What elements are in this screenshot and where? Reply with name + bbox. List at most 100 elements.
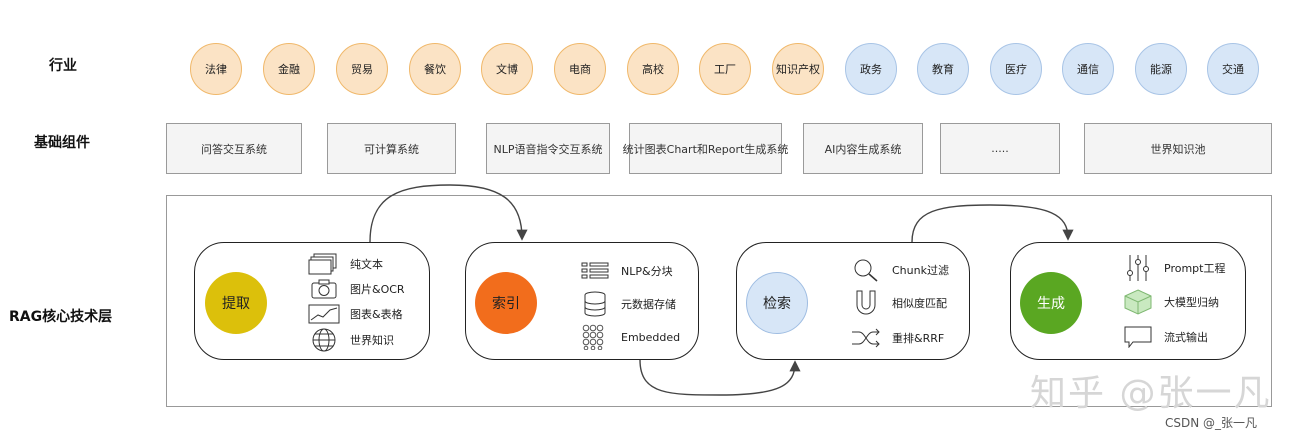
industry-university: 高校 xyxy=(627,43,679,95)
retrieve-item-chunk-filter: Chunk过滤 xyxy=(850,258,949,282)
component-ellipsis: ..... xyxy=(940,123,1060,174)
industry-label: 法律 xyxy=(205,63,227,76)
rag-row-label: RAG核心技术层 xyxy=(9,309,113,325)
magnet-icon xyxy=(850,290,882,315)
stage-retrieve-label: 检索 xyxy=(763,296,791,312)
industry-label: 文博 xyxy=(496,63,518,76)
industry-telecom: 通信 xyxy=(1062,43,1114,95)
stage-generate-label: 生成 xyxy=(1037,296,1065,312)
components-row-label: 基础组件 xyxy=(34,135,90,151)
line-chart-icon xyxy=(308,302,340,326)
industry-label: 通信 xyxy=(1077,63,1099,76)
index-item-label: NLP&分块 xyxy=(621,265,673,278)
generate-item-label: Prompt工程 xyxy=(1164,262,1226,275)
retrieve-item-rerank: 重排&RRF xyxy=(850,326,944,350)
extract-item-label: 世界知识 xyxy=(350,334,394,347)
industry-label: 交通 xyxy=(1222,63,1244,76)
industry-label: 高校 xyxy=(642,63,664,76)
index-item-embedded: Embedded xyxy=(579,324,681,350)
stage-index-label: 索引 xyxy=(492,296,520,312)
extract-item-chart: 图表&表格 xyxy=(308,302,403,326)
retrieve-item-similarity: 相似度匹配 xyxy=(850,290,947,315)
industry-label: 医疗 xyxy=(1005,63,1027,76)
generate-item-llm: 大模型归纳 xyxy=(1122,289,1219,315)
industry-ip: 知识产权 xyxy=(772,43,824,95)
stage-retrieve-circle: 检索 xyxy=(746,272,808,334)
csdn-credit: CSDN @_张一凡 xyxy=(1165,416,1258,430)
stage-generate-circle: 生成 xyxy=(1020,272,1082,334)
industry-label: 教育 xyxy=(932,63,954,76)
industry-transport: 交通 xyxy=(1207,43,1259,95)
zhihu-watermark: 知乎 @张一凡 xyxy=(1030,373,1272,414)
extract-item-world: 世界知识 xyxy=(308,328,394,352)
extract-item-label: 图片&OCR xyxy=(350,283,405,296)
sliders-icon xyxy=(1122,255,1154,281)
component-label: 可计算系统 xyxy=(364,142,419,156)
component-qa-system: 问答交互系统 xyxy=(166,123,302,174)
component-ai-content-system: AI内容生成系统 xyxy=(803,123,923,174)
industry-law: 法律 xyxy=(190,43,242,95)
industry-energy: 能源 xyxy=(1135,43,1187,95)
database-icon xyxy=(579,291,611,317)
component-label: AI内容生成系统 xyxy=(824,142,902,156)
extract-item-text: 纯文本 xyxy=(308,252,383,276)
component-world-knowledge: 世界知识池 xyxy=(1084,123,1272,174)
list-icon xyxy=(579,259,611,283)
industry-label: 政务 xyxy=(860,63,882,76)
grid-dots-icon xyxy=(579,324,611,350)
component-label: ..... xyxy=(991,142,1009,155)
extract-item-label: 图表&表格 xyxy=(350,308,403,321)
component-nlp-voice-system: NLP语音指令交互系统 xyxy=(486,123,610,174)
industry-row-label: 行业 xyxy=(49,58,77,74)
industry-label: 餐饮 xyxy=(424,63,446,76)
shuffle-icon xyxy=(850,326,882,350)
component-computable-system: 可计算系统 xyxy=(327,123,456,174)
index-item-metadata: 元数据存储 xyxy=(579,291,676,317)
industry-education: 教育 xyxy=(917,43,969,95)
documents-icon xyxy=(308,252,340,276)
generate-item-label: 大模型归纳 xyxy=(1164,296,1219,309)
stage-extract-label: 提取 xyxy=(222,296,250,312)
industry-finance: 金融 xyxy=(263,43,315,95)
index-item-label: 元数据存储 xyxy=(621,298,676,311)
retrieve-item-label: Chunk过滤 xyxy=(892,264,949,277)
index-item-chunk: NLP&分块 xyxy=(579,259,673,283)
index-item-label: Embedded xyxy=(621,330,681,344)
arrow-retrieve-to-generate xyxy=(911,204,1074,243)
generate-item-label: 流式输出 xyxy=(1164,331,1208,344)
industry-label: 贸易 xyxy=(351,63,373,76)
stage-index-circle: 索引 xyxy=(475,272,537,334)
component-chart-report-system: 统计图表Chart和Report生成系统 xyxy=(623,123,788,174)
industry-ecommerce: 电商 xyxy=(554,43,606,95)
arrow-extract-to-index xyxy=(369,184,528,243)
rag-layer-frame xyxy=(166,195,1272,407)
industry-government: 政务 xyxy=(845,43,897,95)
component-label: 问答交互系统 xyxy=(201,142,267,156)
chat-bubble-icon xyxy=(1122,325,1154,349)
camera-icon xyxy=(308,277,340,301)
globe-icon xyxy=(308,328,340,352)
industry-label: 能源 xyxy=(1150,63,1172,76)
extract-item-label: 纯文本 xyxy=(350,258,383,271)
industry-catering: 餐饮 xyxy=(409,43,461,95)
industry-medical: 医疗 xyxy=(990,43,1042,95)
industry-label: 金融 xyxy=(278,63,300,76)
retrieve-item-label: 重排&RRF xyxy=(892,332,945,345)
extract-item-ocr: 图片&OCR xyxy=(308,277,405,301)
industry-culture: 文博 xyxy=(481,43,533,95)
arrow-index-to-retrieve xyxy=(639,359,801,396)
cube-icon xyxy=(1122,289,1154,315)
magnifier-icon xyxy=(850,258,882,282)
retrieve-item-label: 相似度匹配 xyxy=(892,297,947,310)
generate-item-stream: 流式输出 xyxy=(1122,325,1208,349)
generate-item-prompt: Prompt工程 xyxy=(1122,255,1226,281)
component-label: 统计图表Chart和Report生成系统 xyxy=(622,142,789,156)
industry-label: 电商 xyxy=(569,63,591,76)
component-label: NLP语音指令交互系统 xyxy=(493,142,603,156)
industry-label: 知识产权 xyxy=(776,63,820,76)
industry-label: 工厂 xyxy=(714,63,736,76)
industry-factory: 工厂 xyxy=(699,43,751,95)
stage-extract-circle: 提取 xyxy=(205,272,267,334)
component-label: 世界知识池 xyxy=(1150,142,1206,156)
